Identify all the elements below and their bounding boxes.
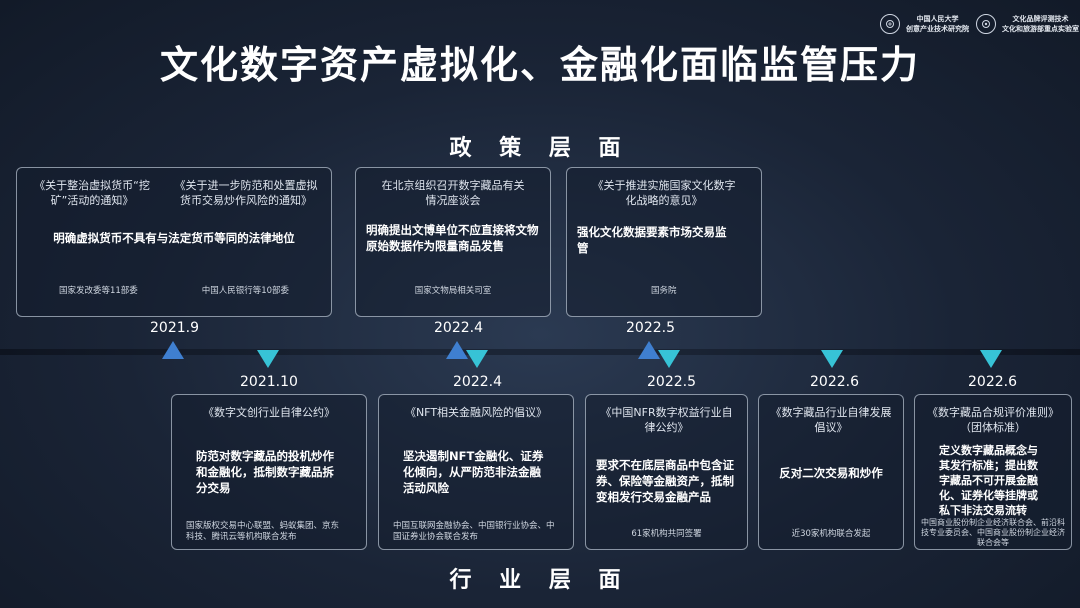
policy-doc: 《关于进一步防范和处置虚拟货币交易炒作风险的通知》 <box>174 179 318 207</box>
policy-date: 2021.9 <box>150 320 199 336</box>
industry-body: 定义数字藏品概念与其发行标准；提出数字藏品不可开展金融化、证券化等挂牌或私下非法… <box>939 444 1038 517</box>
timeline-axis <box>0 349 1080 355</box>
policy-body: 明确提出文博单位不应直接将文物原始数据作为限量商品发售 <box>366 223 539 253</box>
industry-card-2022-6-b: 《数字藏品合规评价准则》（团体标准） 定义数字藏品概念与其发行标准；提出数字藏品… <box>914 394 1072 550</box>
industry-card-2021-10: 《数字文创行业自律公约》 防范对数字藏品的投机炒作和金融化，抵制数字藏品拆分交易… <box>171 394 367 550</box>
industry-marker-down-icon <box>821 350 843 368</box>
industry-doc: 《数字藏品行业自律发展倡议》 <box>770 406 892 434</box>
industry-body: 防范对数字藏品的投机炒作和金融化，抵制数字藏品拆分交易 <box>196 449 334 495</box>
policy-issuer: 国家发改委等11部委 <box>58 286 138 296</box>
industry-date: 2021.10 <box>240 374 298 390</box>
logo-text: 文化品牌评测技术 文化和旅游部重点实验室 <box>1002 15 1079 33</box>
industry-doc: 《NFT相关金融风险的倡议》 <box>404 406 548 419</box>
policy-date: 2022.4 <box>434 320 483 336</box>
industry-marker-down-icon <box>980 350 1002 368</box>
logo-text: 中国人民大学 创意产业技术研究院 <box>906 15 969 33</box>
industry-body: 坚决遏制NFT金融化、证券化倾向，从严防范非法金融活动风险 <box>403 449 544 495</box>
policy-body: 明确虚拟货币不具有与法定货币等同的法律地位 <box>53 231 295 245</box>
policy-card-2021-9: 《关于整治虚拟货币“挖矿”活动的通知》 《关于进一步防范和处置虚拟货币交易炒作风… <box>16 167 332 317</box>
university-seal-icon <box>880 14 900 34</box>
industry-doc: 《中国NFR数字权益行业自律公约》 <box>600 406 733 434</box>
policy-issuer: 国家文物局相关司室 <box>414 286 492 296</box>
industry-section-label: 行 业 层 面 <box>449 568 631 593</box>
industry-marker-down-icon <box>466 350 488 368</box>
page-title: 文化数字资产虚拟化、金融化面临监管压力 <box>159 43 920 87</box>
industry-card-2022-5: 《中国NFR数字权益行业自律公约》 要求不在底层商品中包含证券、保险等金融资产，… <box>585 394 748 550</box>
policy-marker-up-icon <box>162 341 184 359</box>
policy-doc: 《关于推进实施国家文化数字化战略的意见》 <box>592 179 736 207</box>
industry-issuer: 61家机构共同签署 <box>631 529 702 539</box>
policy-issuer: 国务院 <box>651 286 677 296</box>
policy-section-label: 政 策 层 面 <box>449 136 631 161</box>
policy-date: 2022.5 <box>626 320 675 336</box>
industry-date: 2022.6 <box>810 374 859 390</box>
policy-card-2022-5: 《关于推进实施国家文化数字化战略的意见》 强化文化数据要素市场交易监管 国务院 <box>566 167 762 317</box>
industry-issuer: 中国互联网金融协会、中国银行业协会、中国证券业协会联合发布 <box>393 521 555 542</box>
industry-date: 2022.5 <box>647 374 696 390</box>
policy-doc: 《关于整治虚拟货币“挖矿”活动的通知》 <box>34 179 150 207</box>
industry-doc: 《数字藏品合规评价准则》（团体标准） <box>927 406 1059 434</box>
logo-renmin-university: 中国人民大学 创意产业技术研究院 <box>880 14 969 34</box>
industry-issuer: 中国商业股份制企业经济联合会、前沿科技专业委员会、中国商业股份制企业经济联合会等 <box>921 518 1065 547</box>
industry-marker-down-icon <box>658 350 680 368</box>
policy-card-2022-4: 在北京组织召开数字藏品有关情况座谈会 明确提出文博单位不应直接将文物原始数据作为… <box>355 167 551 317</box>
logo-culture-lab: 文化品牌评测技术 文化和旅游部重点实验室 <box>976 14 1079 34</box>
lab-seal-icon <box>976 14 996 34</box>
industry-body: 反对二次交易和炒作 <box>779 466 883 480</box>
industry-card-2022-4: 《NFT相关金融风险的倡议》 坚决遏制NFT金融化、证券化倾向，从严防范非法金融… <box>378 394 574 550</box>
policy-marker-up-icon <box>638 341 660 359</box>
industry-date: 2022.4 <box>453 374 502 390</box>
industry-marker-down-icon <box>257 350 279 368</box>
industry-card-2022-6-a: 《数字藏品行业自律发展倡议》 反对二次交易和炒作 近30家机构联合发起 <box>758 394 904 550</box>
industry-doc: 《数字文创行业自律公约》 <box>203 406 335 419</box>
policy-body: 强化文化数据要素市场交易监管 <box>577 225 727 255</box>
industry-issuer: 国家版权交易中心联盟、蚂蚁集团、京东科技、腾讯云等机构联合发布 <box>186 521 340 542</box>
policy-issuer: 中国人民银行等10部委 <box>201 286 290 296</box>
industry-issuer: 近30家机构联合发起 <box>791 529 871 539</box>
policy-marker-up-icon <box>446 341 468 359</box>
industry-body: 要求不在底层商品中包含证券、保险等金融资产，抵制变相发行交易金融产品 <box>596 458 734 504</box>
industry-date: 2022.6 <box>968 374 1017 390</box>
policy-doc: 在北京组织召开数字藏品有关情况座谈会 <box>381 179 525 207</box>
